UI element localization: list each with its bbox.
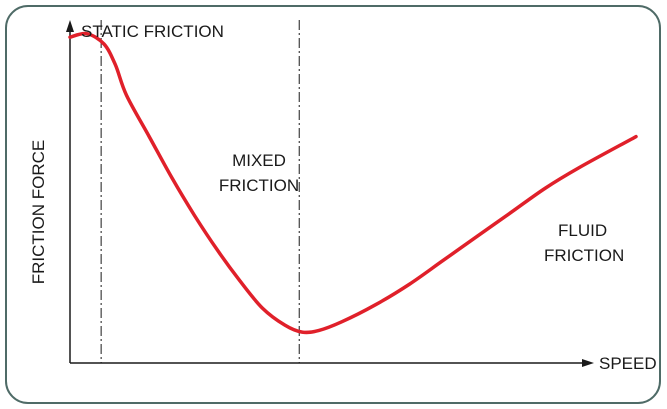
fluid-label-line2: FRICTION [544, 246, 624, 265]
x-axis-arrowhead [582, 359, 594, 367]
fluid-label-line1: FLUID [558, 221, 607, 240]
mixed-label-line2: FRICTION [219, 176, 299, 195]
region-dividers [100, 20, 300, 363]
mixed-label-line1: MIXED [232, 151, 286, 170]
y-axis-arrowhead [66, 20, 74, 32]
y-axis-label: FRICTION FORCE [29, 140, 48, 285]
chart-frame [5, 5, 661, 404]
x-axis-label: SPEED [599, 354, 657, 373]
static-friction-label: STATIC FRICTION [81, 22, 224, 41]
friction-curve [68, 31, 638, 335]
